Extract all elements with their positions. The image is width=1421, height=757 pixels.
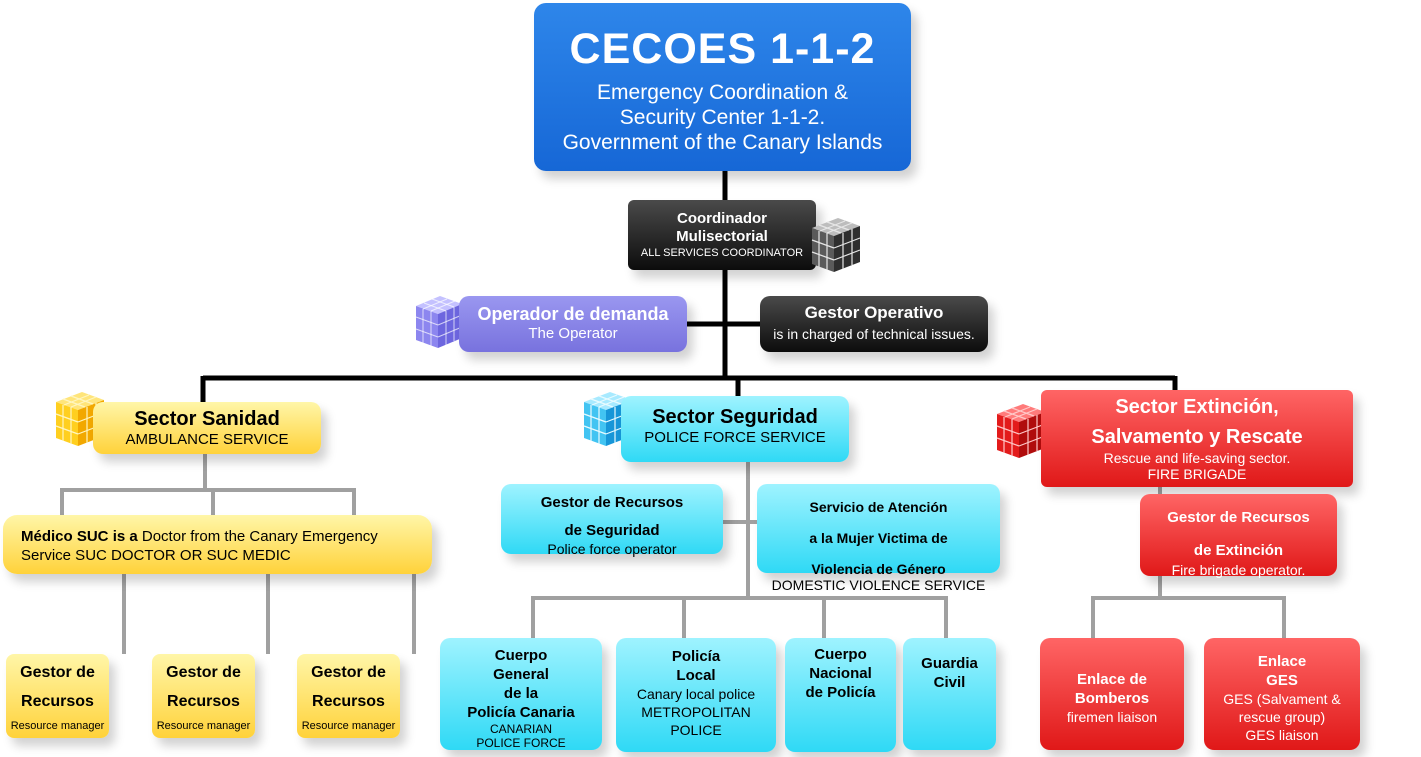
- gestor-operativo-title: Gestor Operativo: [804, 303, 944, 322]
- ges-sub1: GES (Salvament &: [1223, 691, 1341, 707]
- resource-manager-line1: Gestor de: [20, 664, 95, 681]
- enlace-ges-box: Enlace GES GES (Salvament & rescue group…: [1204, 638, 1360, 750]
- cuerpo-general-line1: Cuerpo: [494, 647, 548, 664]
- extincion-sub1: Rescue and life-saving sector.: [1103, 450, 1291, 466]
- gestor-operativo-subtitle: is in charged of technical issues.: [773, 326, 975, 342]
- resource-manager-line1: Gestor de: [311, 664, 386, 681]
- coordinator-title-line2: Mulisectorial: [676, 228, 768, 245]
- coordinator-subtitle: ALL SERVICES COORDINATOR: [640, 247, 804, 259]
- medico-suc-box: Médico SUC is a Doctor from the Canary E…: [3, 515, 432, 574]
- gestor-seguridad-sub: Police force operator: [547, 541, 677, 557]
- policia-local-box: Policía Local Canary local police METROP…: [616, 638, 776, 752]
- enlace-bomberos-box: Enlace de Bomberos firemen liaison: [1040, 638, 1184, 750]
- ges-sub2: rescue group): [1238, 709, 1326, 725]
- guardia-civil-box: Guardia Civil: [903, 638, 996, 750]
- operator-subtitle: The Operator: [528, 325, 618, 342]
- medico-bold-2: is a: [112, 528, 138, 545]
- cuerpo-general-sub1: CANARIAN: [489, 722, 552, 736]
- resource-manager-line1: Gestor de: [166, 664, 241, 681]
- cuerpo-nacional-box: Cuerpo Nacional de Policía: [785, 638, 896, 752]
- cecoes-subtitle-line1: Emergency Coordination &: [597, 81, 848, 104]
- cuerpo-general-line2: General: [493, 666, 549, 683]
- resource-manager-box: Gestor de Recursos Resource manager: [6, 654, 109, 738]
- ges-line2: GES: [1266, 672, 1298, 689]
- cuerpo-nacional-line3: de Policía: [805, 684, 876, 701]
- servicio-line3: Violencia de Género: [811, 561, 946, 577]
- cecoes-subtitle-line3: Government of the Canary Islands: [562, 131, 883, 154]
- cecoes-title: CECOES 1-1-2: [569, 25, 876, 73]
- cuerpo-general-line4: Policía Canaria: [467, 704, 575, 721]
- cecoes-subtitle-line2: Security Center 1-1-2.: [619, 106, 826, 129]
- gestor-operativo-box: Gestor Operativo is in charged of techni…: [760, 296, 988, 352]
- sanidad-subtitle: AMBULANCE SERVICE: [125, 431, 289, 448]
- servicio-line1: Servicio de Atención: [809, 499, 948, 515]
- extincion-title-line2: Salvamento y Rescate: [1091, 426, 1303, 448]
- policia-local-sub2: METROPOLITAN: [641, 704, 751, 720]
- coordinator-box: Coordinador Mulisectorial ALL SERVICES C…: [628, 200, 816, 270]
- extincion-title-line1: Sector Extinción,: [1115, 396, 1279, 418]
- servicio-sub: DOMESTIC VIOLENCE SERVICE: [771, 577, 986, 593]
- extincion-sub2: FIRE BRIGADE: [1147, 466, 1247, 482]
- bomberos-sub: firemen liaison: [1066, 709, 1158, 725]
- servicio-line2: a la Mujer Victima de: [809, 530, 948, 546]
- cecoes-header-box: CECOES 1-1-2 Emergency Coordination & Se…: [534, 3, 911, 171]
- purple-cube-icon: [415, 296, 463, 348]
- medico-line2: Service SUC DOCTOR OR SUC MEDIC: [21, 547, 291, 564]
- guardia-civil-line1: Guardia: [921, 655, 978, 672]
- policia-local-sub3: POLICE: [670, 722, 722, 738]
- coordinator-title-line1: Coordinador: [677, 210, 767, 227]
- red-cube-icon: [996, 404, 1046, 458]
- sector-sanidad-box: Sector Sanidad AMBULANCE SERVICE: [93, 402, 321, 454]
- resource-manager-box: Gestor de Recursos Resource manager: [297, 654, 400, 738]
- gestor-seguridad-line1: Gestor de Recursos: [540, 494, 684, 511]
- bomberos-line2: Bomberos: [1074, 690, 1150, 707]
- yellow-cube-icon: [55, 392, 105, 446]
- policia-local-line1: Policía: [671, 648, 721, 665]
- cuerpo-nacional-line1: Cuerpo: [814, 646, 867, 663]
- seguridad-title: Sector Seguridad: [652, 406, 818, 428]
- ges-sub3: GES liaison: [1245, 727, 1319, 743]
- sanidad-title: Sector Sanidad: [134, 408, 280, 430]
- gray-cube-icon: [811, 218, 861, 272]
- gestor-seguridad-box: Gestor de Recursos de Seguridad Police f…: [501, 484, 723, 557]
- cuerpo-general-line3: de la: [503, 685, 539, 702]
- resource-manager-line2: Recursos: [167, 693, 240, 710]
- sector-extincion-box: Sector Extinción, Salvamento y Rescate R…: [1041, 390, 1353, 487]
- bomberos-line1: Enlace de: [1076, 671, 1148, 688]
- resource-manager-box: Gestor de Recursos Resource manager: [152, 654, 255, 738]
- resource-manager-sub: Resource manager: [301, 720, 396, 732]
- resource-manager-sub: Resource manager: [156, 720, 251, 732]
- seguridad-subtitle: POLICE FORCE SERVICE: [644, 429, 826, 446]
- medico-bold-1: Médico SUC: [21, 528, 109, 545]
- medico-rest: Doctor from the Canary Emergency: [137, 528, 378, 545]
- ges-line1: Enlace: [1257, 653, 1307, 670]
- gestor-extincion-line1: Gestor de Recursos: [1167, 509, 1310, 526]
- domestic-violence-service-box: Servicio de Atención a la Mujer Victima …: [757, 484, 1000, 593]
- resource-manager-sub: Resource manager: [10, 720, 105, 732]
- operator-box: Operador de demanda The Operator: [459, 296, 687, 352]
- cuerpo-general-sub2: POLICE FORCE: [476, 736, 566, 750]
- policia-local-sub1: Canary local police: [636, 686, 756, 702]
- resource-manager-line2: Recursos: [21, 693, 94, 710]
- gestor-extincion-line2: de Extinción: [1193, 542, 1284, 559]
- sector-seguridad-box: Sector Seguridad POLICE FORCE SERVICE: [621, 396, 849, 462]
- operator-title: Operador de demanda: [477, 304, 669, 324]
- gestor-extincion-box: Gestor de Recursos de Extinción Fire bri…: [1140, 494, 1337, 578]
- resource-manager-line2: Recursos: [312, 693, 385, 710]
- cuerpo-nacional-line2: Nacional: [809, 665, 872, 682]
- guardia-civil-line2: Civil: [933, 674, 966, 691]
- policia-local-line2: Local: [676, 667, 716, 684]
- gestor-seguridad-line2: de Seguridad: [564, 522, 660, 539]
- gestor-extincion-sub: Fire brigade operator.: [1171, 562, 1306, 578]
- cuerpo-general-box: Cuerpo General de la Policía Canaria CAN…: [440, 638, 602, 750]
